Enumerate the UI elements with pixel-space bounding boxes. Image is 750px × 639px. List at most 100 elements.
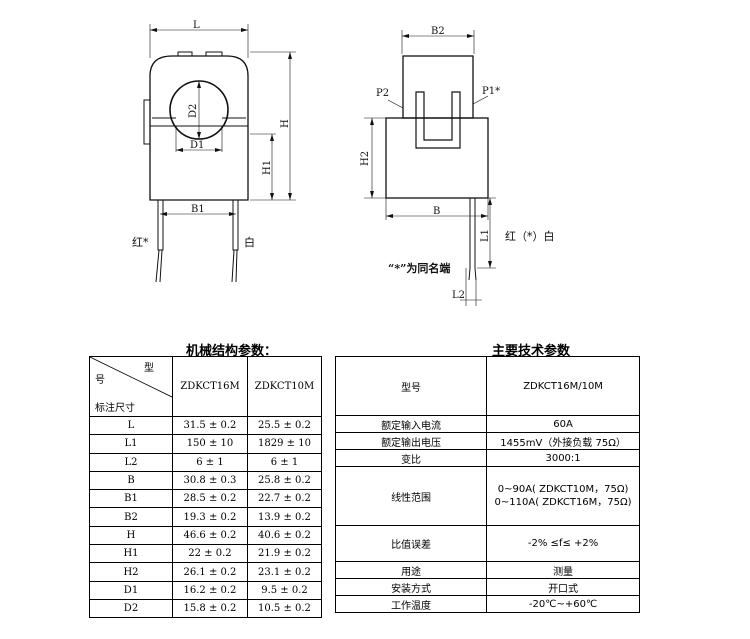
dim-H1-label: H1 — [262, 160, 273, 175]
white-label: 白 — [244, 235, 255, 249]
linearity-value-line: 0~90A( ZDKCT10M，75Ω) — [497, 484, 629, 495]
column-header-zdkct10m: ZDKCT10M — [246, 356, 323, 417]
cell-value: 22 ± 0.2 — [172, 544, 248, 564]
cell-value: 6 ± 1 — [246, 452, 323, 472]
table-row: 额定输出电压 1455mV（外接负载 75Ω） — [334, 432, 640, 450]
row-label: L — [89, 415, 173, 436]
table-row: 变比 3000:1 — [334, 449, 640, 467]
row-label: B — [89, 470, 173, 491]
cell-value: 1829 ± 10 — [246, 434, 323, 454]
row-label: B1 — [89, 489, 173, 509]
dim-L-label: L — [193, 20, 200, 31]
linearity-label: 线性范围 — [334, 466, 488, 526]
ratio-label: 变比 — [334, 449, 488, 467]
cell-value: 23.1 ± 0.2 — [246, 562, 323, 582]
dim-B-label: B — [433, 206, 440, 217]
row-label: B2 — [89, 507, 173, 527]
dim-H-label: H — [280, 119, 291, 128]
ratio-error-value: -2% ≤f≤ +2% — [486, 525, 640, 562]
dim-B1-label: B1 — [191, 204, 205, 215]
dim-L1-label: L1 — [480, 229, 491, 242]
rated-output-label: 额定输出电压 — [334, 432, 488, 450]
red-star-white-label: 红（*）白 — [505, 229, 555, 243]
cell-value: 21.9 ± 0.2 — [246, 544, 323, 564]
table-row: 安装方式 开口式 — [334, 578, 640, 596]
cell-value: 10.5 ± 0.2 — [246, 598, 323, 619]
red-star-label: 红* — [132, 236, 149, 249]
row-label: D2 — [89, 598, 173, 619]
dim-B2-label: B2 — [431, 26, 445, 37]
table-header-row: 型 号 标注尺寸 ZDKCT16M ZDKCT10M — [89, 356, 323, 417]
cell-value: 9.5 ± 0.2 — [246, 580, 323, 600]
table-row: 线性范围 0~90A( ZDKCT10M，75Ω) 0~110A( ZDKCT1… — [334, 466, 640, 526]
side-view — [364, 30, 496, 306]
technical-params-title: 主要技术参数 — [492, 344, 571, 359]
corner-label-dimension: 标注尺寸 — [95, 403, 135, 414]
corner-label-type: 型 — [144, 363, 154, 374]
cell-value: 15.8 ± 0.2 — [172, 598, 248, 619]
mounting-value: 开口式 — [486, 578, 640, 596]
diagonal-divider — [90, 357, 172, 398]
row-label: D1 — [89, 580, 173, 600]
dim-D2-label: D2 — [188, 104, 199, 118]
usage-label: 用途 — [334, 561, 488, 579]
mounting-label: 安装方式 — [334, 578, 488, 596]
technical-params-table: 型号 ZDKCT16M/10M 额定输入电流 60A 额定输出电压 1455mV… — [334, 356, 640, 613]
mechanical-params-title: 机械结构参数： — [186, 344, 278, 359]
dim-H2-label: H2 — [360, 151, 371, 166]
table-row: 工作温度 -20℃~+60℃ — [334, 595, 640, 613]
front-view — [143, 24, 296, 283]
model-label-cell: 型号 — [334, 356, 488, 416]
cell-value: 25.8 ± 0.2 — [246, 470, 323, 491]
row-label: H1 — [89, 544, 173, 564]
model-value-cell: ZDKCT16M/10M — [486, 356, 640, 416]
row-label: L2 — [89, 452, 173, 472]
usage-value: 测量 — [486, 561, 640, 579]
linearity-value-line: 0~110A( ZDKCT16M，75Ω) — [494, 497, 632, 508]
pin-P1-label: P1* — [482, 86, 500, 97]
pin-P2-label: P2 — [376, 88, 389, 99]
rated-input-label: 额定输入电流 — [334, 415, 488, 433]
row-label: H — [89, 525, 173, 546]
row-label: H2 — [89, 562, 173, 582]
rated-output-value: 1455mV（外接负载 75Ω） — [486, 432, 640, 450]
cell-value: 19.3 ± 0.2 — [172, 507, 248, 527]
temperature-value: -20℃~+60℃ — [486, 595, 640, 613]
ratio-error-label: 比值误差 — [334, 525, 488, 562]
table-row: 用途 测量 — [334, 561, 640, 579]
cell-value: 28.5 ± 0.2 — [172, 489, 248, 509]
temperature-label: 工作温度 — [334, 595, 488, 613]
table-row: 比值误差 -2% ≤f≤ +2% — [334, 525, 640, 562]
dim-L2-label: L2 — [452, 290, 465, 301]
technical-drawing: L D2 D1 H H1 B1 红* 白 B2 P2 P1* H2 B L1 L… — [132, 20, 555, 306]
column-header-zdkct16m: ZDKCT16M — [172, 356, 248, 417]
cell-value: 22.7 ± 0.2 — [246, 489, 323, 509]
corner-label-number: 号 — [95, 375, 105, 386]
cell-value: 16.2 ± 0.2 — [172, 580, 248, 600]
row-label: L1 — [89, 434, 173, 454]
cell-value: 150 ± 10 — [172, 434, 248, 454]
cell-value: 6 ± 1 — [172, 452, 248, 472]
rated-input-value: 60A — [486, 415, 640, 433]
corner-header-cell: 型 号 标注尺寸 — [89, 356, 173, 417]
cell-value: 40.6 ± 0.2 — [246, 525, 323, 546]
cell-value: 30.8 ± 0.3 — [172, 470, 248, 491]
ratio-value: 3000:1 — [486, 449, 640, 467]
dim-D1-label: D1 — [190, 140, 204, 151]
cell-value: 25.5 ± 0.2 — [246, 415, 323, 436]
table-row: 额定输入电流 60A — [334, 415, 640, 433]
linearity-value: 0~90A( ZDKCT10M，75Ω) 0~110A( ZDKCT16M，75… — [486, 466, 640, 526]
cell-value: 31.5 ± 0.2 — [172, 415, 248, 436]
